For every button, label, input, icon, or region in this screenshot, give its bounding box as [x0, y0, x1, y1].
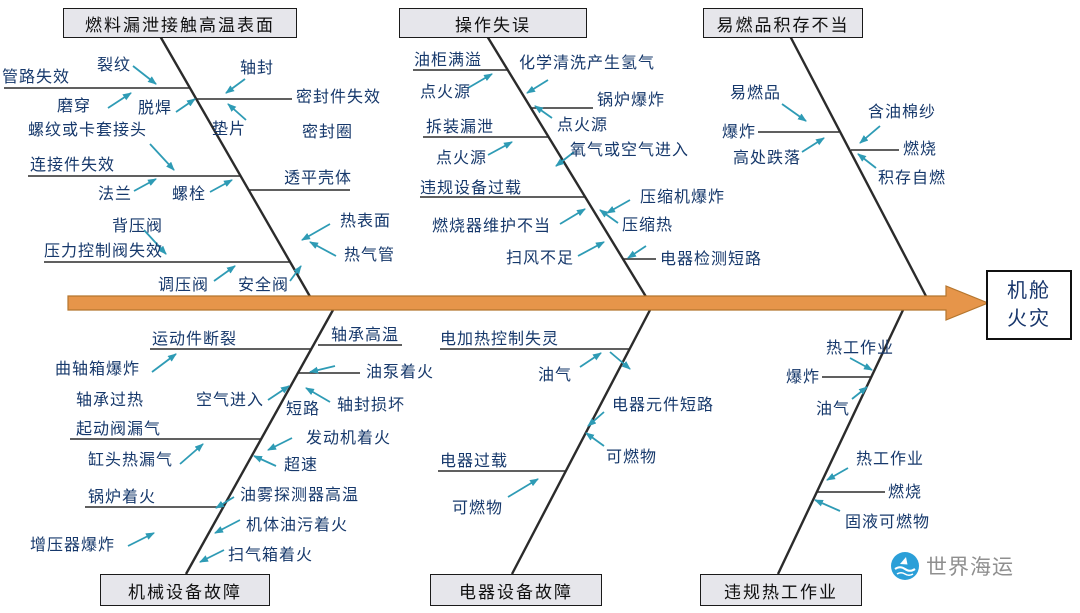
spine-arrow — [67, 285, 990, 321]
watermark-text: 世界海运 — [926, 556, 1014, 579]
category-box-fuel-leak-hot-surface: 燃料漏泄接触高温表面 — [63, 8, 297, 38]
category-title: 易燃品积存不当 — [716, 15, 850, 35]
main-bone-lines — [158, 35, 930, 575]
category-title: 燃料漏泄接触高温表面 — [85, 15, 275, 35]
effect-text-line: 机舱 — [1007, 280, 1051, 302]
effect-text-line: 火灾 — [1007, 308, 1051, 330]
category-title: 违规热工作业 — [724, 582, 838, 602]
sub-branch-lines — [4, 69, 899, 508]
cause-arrows — [107, 65, 881, 563]
category-box-electrical-failure: 电器设备故障 — [430, 574, 602, 606]
category-title: 机械设备故障 — [128, 582, 242, 602]
category-title: 电器设备故障 — [459, 582, 573, 602]
category-box-mechanical-failure: 机械设备故障 — [100, 574, 270, 606]
category-title: 操作失误 — [455, 15, 531, 35]
category-box-flammable-storage: 易燃品积存不当 — [703, 8, 863, 38]
watermark: 世界海运 — [890, 551, 1014, 581]
effect-box-engine-room-fire: 机舱 火灾 — [986, 270, 1072, 340]
world-shipping-logo-icon — [891, 552, 919, 580]
category-box-operation-error: 操作失误 — [399, 8, 587, 38]
category-box-illegal-hot-work: 违规热工作业 — [700, 574, 862, 606]
